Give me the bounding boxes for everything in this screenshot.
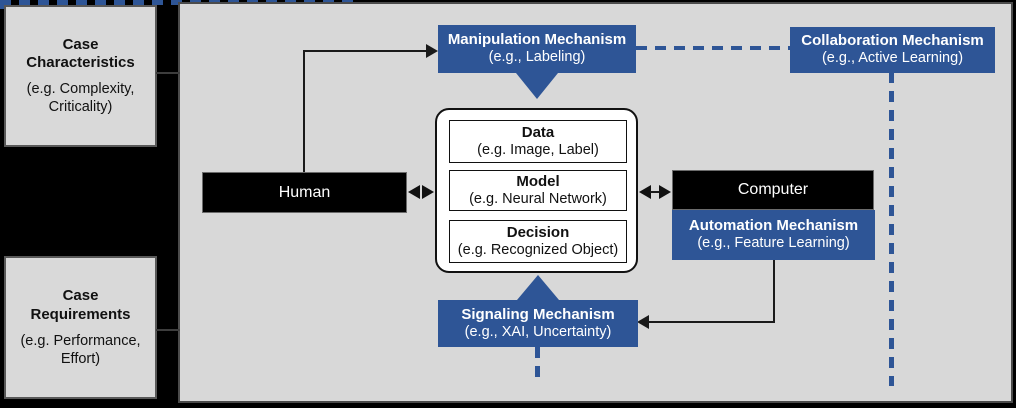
- data-title: Data: [521, 123, 555, 141]
- case-characteristics-box: Case Characteristics (e.g. Complexity, C…: [4, 5, 157, 147]
- center-computer-arrow-left-icon: [639, 185, 651, 199]
- case-requirements-box: Case Requirements (e.g. Performance, Eff…: [4, 256, 157, 399]
- case-characteristics-connector-line: [156, 72, 180, 74]
- human-to-manipulation-line-vertical: [303, 50, 305, 172]
- center-computer-arrow-shaft: [650, 191, 660, 193]
- model-title: Model: [516, 172, 560, 190]
- collaboration-dashed-line-vertical: [889, 72, 894, 386]
- collaboration-mechanism-subtitle: (e.g., Active Learning): [821, 50, 964, 67]
- signaling-up-triangle-icon: [517, 275, 559, 300]
- automation-mechanism-title: Automation Mechanism: [688, 217, 859, 234]
- automation-mechanism-box: Automation Mechanism (e.g., Feature Lear…: [672, 210, 875, 260]
- manipulation-mechanism-subtitle: (e.g., Labeling): [488, 49, 586, 66]
- arrowhead-into-manipulation-icon: [426, 44, 438, 58]
- case-requirements-title: Case Requirements: [30, 287, 131, 323]
- manipulation-mechanism-box: Manipulation Mechanism (e.g., Labeling): [438, 25, 636, 73]
- model-subtitle: (e.g. Neural Network): [469, 190, 607, 207]
- automation-to-signaling-line-vertical: [773, 260, 775, 322]
- signaling-mechanism-subtitle: (e.g., XAI, Uncertainty): [464, 323, 612, 340]
- computer-box: Computer: [672, 170, 874, 210]
- case-characteristics-subtitle: (e.g. Complexity, Criticality): [26, 81, 135, 116]
- manipulation-mechanism-title: Manipulation Mechanism: [447, 31, 627, 48]
- decision-subtitle: (e.g. Recognized Object): [457, 241, 619, 258]
- collaboration-mechanism-box: Collaboration Mechanism (e.g., Active Le…: [790, 27, 995, 73]
- human-center-arrow-left-icon: [408, 185, 420, 199]
- ml-artifact-container: Data (e.g. Image, Label) Model (e.g. Neu…: [435, 108, 638, 273]
- manipulation-down-triangle-icon: [516, 73, 558, 99]
- center-computer-arrow-right-icon: [659, 185, 671, 199]
- automation-to-signaling-line-horizontal: [648, 321, 775, 323]
- computer-label: Computer: [737, 181, 809, 198]
- case-characteristics-title: Case Characteristics: [26, 35, 135, 72]
- decision-box: Decision (e.g. Recognized Object): [449, 220, 627, 263]
- signaling-mechanism-box: Signaling Mechanism (e.g., XAI, Uncertai…: [438, 300, 638, 347]
- model-box: Model (e.g. Neural Network): [449, 170, 627, 211]
- human-label: Human: [278, 183, 331, 201]
- manipulation-collaboration-dashed-line: [636, 46, 790, 50]
- collaboration-mechanism-title: Collaboration Mechanism: [801, 32, 984, 49]
- data-subtitle: (e.g. Image, Label): [477, 141, 599, 158]
- automation-mechanism-subtitle: (e.g., Feature Learning): [697, 235, 850, 252]
- decision-title: Decision: [506, 223, 570, 241]
- data-box: Data (e.g. Image, Label): [449, 120, 627, 163]
- human-to-manipulation-line-horizontal: [303, 50, 427, 52]
- signaling-dashed-stub: [535, 347, 540, 383]
- case-requirements-connector-line: [156, 329, 180, 331]
- case-requirements-subtitle: (e.g. Performance, Effort): [20, 332, 141, 367]
- human-box: Human: [202, 172, 407, 213]
- arrowhead-into-signaling-icon: [637, 315, 649, 329]
- human-center-arrow-right-icon: [422, 185, 434, 199]
- signaling-mechanism-title: Signaling Mechanism: [461, 305, 615, 323]
